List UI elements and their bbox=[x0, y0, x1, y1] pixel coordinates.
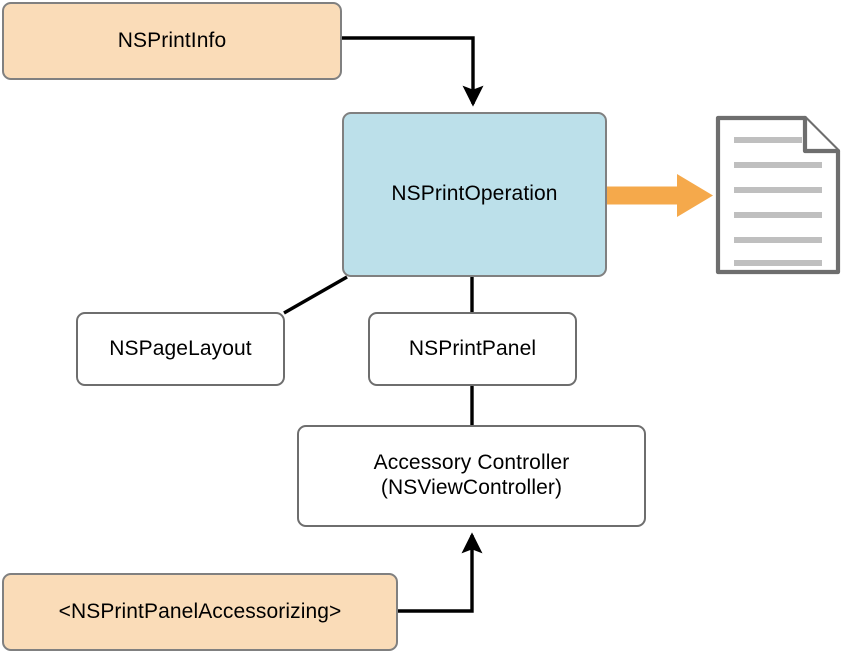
node-nsprintinfo[interactable]: NSPrintInfo bbox=[2, 2, 342, 80]
node-nspagelayout[interactable]: NSPageLayout bbox=[76, 312, 285, 386]
edge-printinfo-to-printoperation bbox=[342, 36, 484, 107]
node-nsprintpanel-label: NSPrintPanel bbox=[408, 336, 537, 360]
node-nspagelayout-label: NSPageLayout bbox=[109, 336, 252, 360]
node-nsprintpanelaccessorizing[interactable]: <NSPrintPanelAccessorizing> bbox=[2, 573, 398, 651]
node-nsprintpanel[interactable]: NSPrintPanel bbox=[368, 312, 577, 386]
node-nsprintinfo-label: NSPrintInfo bbox=[117, 28, 227, 52]
node-nsprintpanelaccessorizing-label: <NSPrintPanelAccessorizing> bbox=[58, 599, 342, 623]
node-nsprintoperation-label: NSPrintOperation bbox=[391, 182, 558, 206]
edge-accessorizing-to-accessory bbox=[398, 532, 483, 613]
node-accessory-controller-label: Accessory Controller (NSViewController) bbox=[373, 451, 570, 499]
node-accessory-controller[interactable]: Accessory Controller (NSViewController) bbox=[297, 425, 646, 527]
edge-printoperation-to-pagelayout bbox=[283, 275, 348, 315]
document-output-icon bbox=[715, 115, 841, 275]
edge-printoperation-to-document bbox=[606, 174, 713, 217]
document-page-icon bbox=[715, 115, 841, 275]
node-nsprintoperation[interactable]: NSPrintOperation bbox=[342, 112, 607, 277]
